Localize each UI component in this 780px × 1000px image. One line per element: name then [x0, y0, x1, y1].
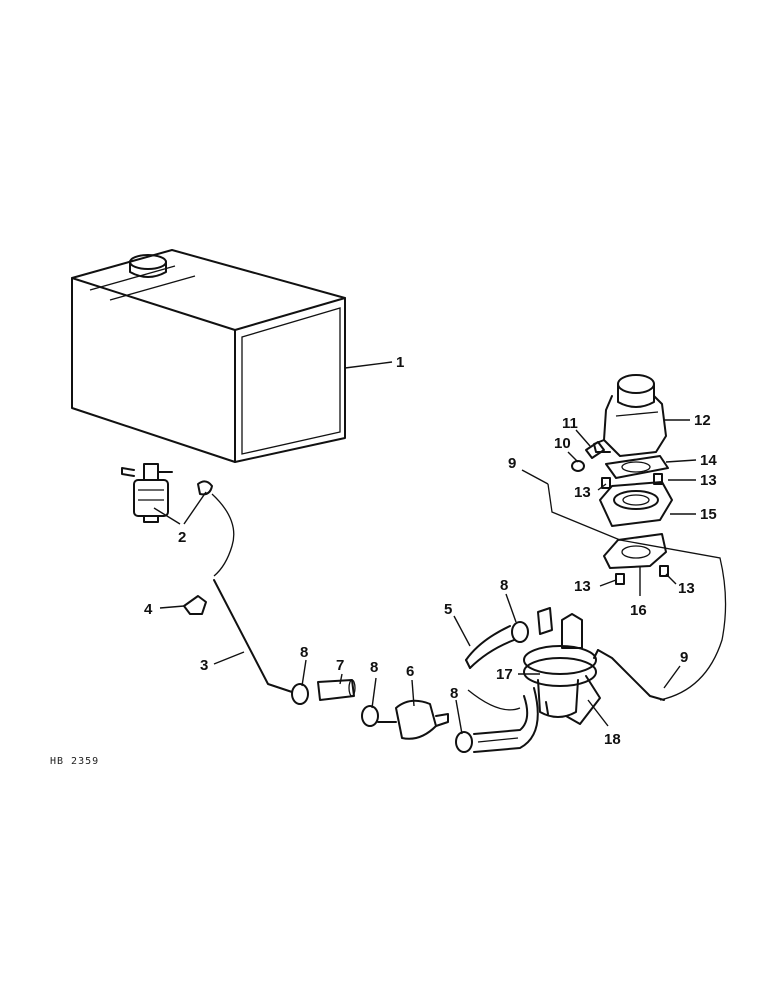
callout-15: 15 [700, 506, 717, 523]
callout-5: 5 [444, 601, 452, 618]
drawing-reference: HB 2359 [50, 756, 99, 767]
callout-16: 16 [630, 602, 647, 619]
callout-13b: 13 [700, 472, 717, 489]
callout-9b: 9 [680, 649, 688, 666]
callout-8a: 8 [300, 644, 308, 661]
callout-11: 11 [562, 415, 578, 432]
callout-1: 1 [396, 354, 404, 371]
callout-3: 3 [200, 657, 208, 674]
spacer-block [599, 481, 673, 527]
callout-17: 17 [496, 666, 513, 683]
callout-4: 4 [144, 601, 153, 618]
hose-clamp-4 [511, 621, 529, 643]
hose-clamp-2 [361, 705, 379, 727]
pump-housing [593, 374, 667, 457]
callout-13a: 13 [574, 484, 591, 501]
callout-18: 18 [604, 731, 621, 748]
callouts: 1 2 3 4 5 6 7 8 8 8 8 9 9 10 11 12 13 13… [50, 354, 717, 767]
hose-section [317, 679, 356, 701]
dowel-lower-left [615, 573, 625, 585]
callout-7: 7 [336, 657, 344, 674]
inline-fuel-filter [377, 699, 449, 740]
dowel-lower-right [659, 565, 669, 577]
hose-clamp-3 [455, 731, 473, 753]
dowel-upper-right [653, 473, 663, 485]
pump-outlet-hose [465, 625, 515, 669]
callout-2: 2 [178, 529, 186, 546]
callout-13d: 13 [678, 580, 695, 597]
leader-lines [153, 361, 697, 735]
pump-inlet-hose [467, 687, 539, 753]
callout-12: 12 [694, 412, 711, 429]
callout-6: 6 [406, 663, 414, 680]
callout-14: 14 [700, 452, 717, 469]
return-line [547, 483, 727, 701]
fuel-tank [71, 249, 346, 463]
callout-10: 10 [554, 435, 571, 452]
gasket-lower [603, 533, 667, 569]
cap-screw [585, 441, 605, 459]
gasket-upper [605, 455, 669, 479]
fuel-pump [523, 607, 601, 725]
callout-13c: 13 [574, 578, 591, 595]
callout-8c: 8 [450, 685, 458, 702]
hose-clamp-1 [291, 683, 309, 705]
callout-9a: 9 [508, 455, 516, 472]
fuel-line [211, 493, 293, 693]
dowel-upper-left [601, 477, 611, 489]
lock-washer [571, 460, 585, 472]
callout-8d: 8 [500, 577, 508, 594]
elbow-fitting [183, 595, 207, 615]
callout-8b: 8 [370, 659, 378, 676]
sediment-bowl-valve [121, 463, 213, 523]
